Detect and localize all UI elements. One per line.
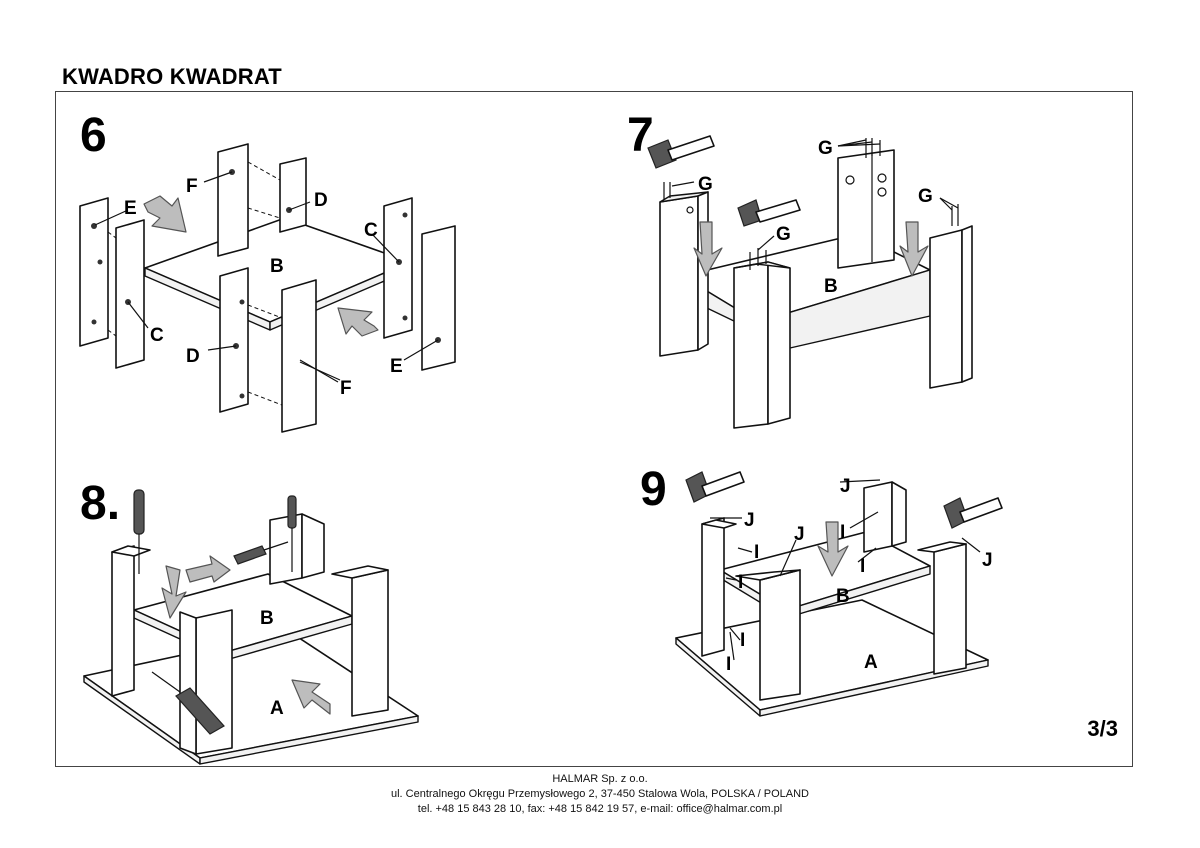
panel-e-right [421, 225, 456, 371]
hammer-icon [647, 135, 715, 169]
label-j: J [982, 550, 993, 571]
panel-left [111, 545, 135, 697]
label-j: J [840, 476, 851, 497]
step-9-labels: J J J J I I I I I I B A [726, 476, 993, 675]
label-c: C [364, 220, 378, 241]
label-b: B [836, 586, 850, 607]
step-7-labels: G G G G B [698, 138, 933, 297]
page-number: 3/3 [1087, 716, 1118, 741]
panel-left [701, 517, 725, 657]
label-e: E [124, 198, 137, 219]
document-title: KWADRO KWADRAT [62, 64, 282, 89]
panel-right [351, 569, 389, 717]
label-f: F [186, 176, 198, 197]
label-j: J [744, 510, 755, 531]
arrow-right [185, 555, 231, 583]
label-g: G [698, 174, 713, 195]
step-6-labels: F E D C B C D F E [124, 176, 403, 399]
arrow-right [337, 307, 379, 337]
screwdriver-icon [287, 495, 297, 572]
step-number-8: 8. [80, 477, 121, 530]
arrow-up-left [291, 679, 331, 715]
label-g: G [776, 224, 791, 245]
step-8-drawing [83, 489, 419, 765]
step-9-drawing [675, 471, 1003, 717]
arrow-down [693, 221, 723, 277]
panel-e-left [79, 197, 109, 347]
label-b: B [270, 256, 284, 277]
label-i: I [738, 572, 743, 593]
screwdriver-icon [133, 489, 145, 574]
panel-c-left [115, 219, 145, 369]
label-i: I [726, 654, 731, 675]
arrow-down [161, 565, 187, 619]
step-number-9: 9 [640, 463, 667, 516]
footer-contact: tel. +48 15 843 28 10, fax: +48 15 842 1… [417, 803, 783, 815]
shelf-b [133, 573, 353, 653]
panel-back [837, 149, 895, 269]
panel-f-front [281, 279, 317, 433]
screwdriver-icon [233, 541, 289, 565]
label-j: J [794, 524, 805, 545]
panel-back [269, 513, 303, 585]
step-number-6: 6 [80, 109, 107, 162]
panel-front [733, 261, 769, 429]
label-e: E [390, 356, 403, 377]
label-b: B [824, 276, 838, 297]
arrow-left [143, 195, 187, 233]
panel-d-front [219, 267, 249, 413]
panel-left [659, 195, 699, 357]
step-8-labels: B A [260, 608, 284, 719]
panel-c-right [383, 197, 413, 339]
hammer-icon [943, 497, 1003, 529]
label-i: I [740, 630, 745, 651]
arrow-down [817, 521, 849, 577]
panel-right [933, 543, 967, 675]
label-i: I [860, 556, 865, 577]
panel-d-back [279, 157, 307, 233]
label-d: D [186, 346, 200, 367]
hammer-icon [685, 471, 745, 503]
panel-front [759, 569, 801, 701]
label-a: A [864, 652, 878, 673]
arrow-down [899, 221, 929, 277]
panel-right [929, 229, 963, 389]
label-i: I [754, 542, 759, 563]
step-7-drawing [647, 135, 973, 429]
step-6-drawing [79, 143, 456, 433]
label-i: I [840, 522, 845, 543]
label-c: C [150, 325, 164, 346]
footer-address: ul. Centralnego Okręgu Przemysłowego 2, … [390, 788, 809, 800]
label-a: A [270, 698, 284, 719]
hammer-icon [737, 199, 801, 227]
label-b: B [260, 608, 274, 629]
label-g: G [818, 138, 833, 159]
label-f: F [340, 378, 352, 399]
panel-f-back [217, 143, 249, 257]
label-g: G [918, 186, 933, 207]
screwdriver-icon [151, 671, 225, 735]
illustration-frame [55, 91, 1133, 767]
label-d: D [314, 190, 328, 211]
footer-company: HALMAR Sp. z o.o. [552, 773, 648, 785]
